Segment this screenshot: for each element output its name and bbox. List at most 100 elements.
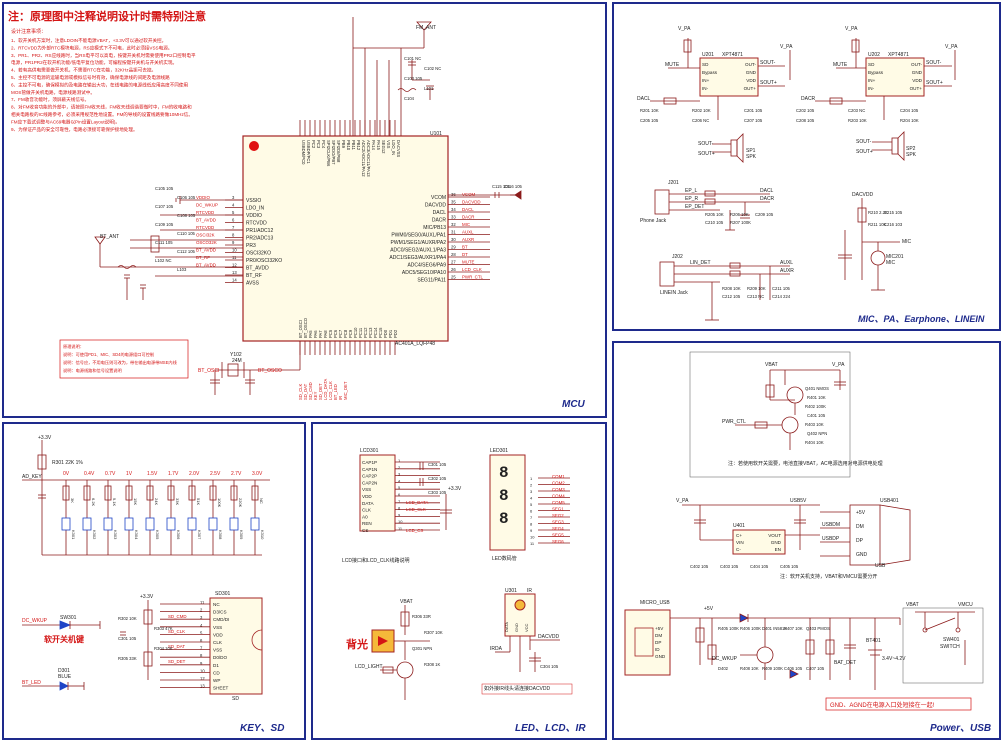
crystal-32k <box>150 235 160 253</box>
mcu-left-pin-num: 6 <box>232 218 235 223</box>
mcu-left-pin-name: AVSS <box>246 281 260 287</box>
bat-det-net: BAT_DET <box>834 660 856 666</box>
mcu-bottom-pin-name: PA7 <box>318 330 323 338</box>
mcu-bottom-pin-name: PC9 <box>348 329 353 338</box>
note-line: 4、若有高供电需要做开关机，不需要RTC在功能，32KHz晶振可去掉。 <box>11 67 156 74</box>
soft-switch-ref: SW301 <box>60 615 77 621</box>
usb-body <box>849 504 881 566</box>
pa1-in-net: DACL <box>637 96 651 102</box>
fm-antenna-icon <box>416 21 432 31</box>
bt-led <box>22 681 85 691</box>
pa1-chip <box>699 57 759 97</box>
adkey-network <box>22 440 270 556</box>
pa-pin-left: IN- <box>868 86 875 91</box>
key-pullup: R301 22K 1% <box>52 460 83 466</box>
sd-net: SD_CLK <box>168 629 185 634</box>
inductor-l101 <box>397 88 417 92</box>
mcu-left-pin-name: PR3 <box>246 243 256 249</box>
seg-ref: LED301 <box>490 448 508 454</box>
part-label: C208 105 <box>796 118 815 123</box>
mcu-bottom-net: LCD_CLK <box>328 381 333 400</box>
part-label: C211 105 <box>772 286 791 291</box>
key-resistor <box>209 485 217 501</box>
usb-pin-name: GND <box>856 552 868 558</box>
ldo-pin-name: C- <box>736 547 741 552</box>
part-label: C109 105 <box>155 222 174 227</box>
mcu-bottom-pin-name: PC15 <box>378 327 383 338</box>
mcu-left-net: OSCO32K <box>196 240 217 245</box>
key-resistor-value: 24K <box>154 498 159 505</box>
key-resistor-value: 6.2K <box>91 498 96 507</box>
pa2-mute-net: MUTE <box>833 62 848 68</box>
part-label: C116 105 <box>504 184 523 189</box>
crystal-value: 24M <box>232 358 242 364</box>
mcu-right-pin-num: 25 <box>451 275 456 280</box>
sd-pin-num: 2 <box>200 608 203 613</box>
part-label: R405 100K <box>718 626 739 631</box>
pa2-supply-2: V_PA <box>945 44 958 50</box>
part-label: C407 105 <box>806 666 825 671</box>
linein-ref: J202 <box>672 254 683 260</box>
usb-icon <box>879 504 911 566</box>
speaker-2-icon <box>891 137 899 155</box>
mcu-bottom-pin-name: BT_OSCO <box>303 317 308 338</box>
part-label: R307 10K <box>424 630 443 635</box>
part-label: C303 105 <box>428 490 447 495</box>
mcu-top-pin-name: PA14 <box>371 140 376 151</box>
switch-ref: SW401 <box>943 637 960 643</box>
seg-pin-num: 7 <box>530 515 533 520</box>
note-line: 8、对FM收音功能的外部中，请按照FM收天线，FM收天线调谐要做时中，FM的收电… <box>11 104 192 111</box>
key-ref: K303 <box>113 530 118 540</box>
key-resistor <box>62 485 70 501</box>
lcd-pin-num: 11 <box>398 526 403 531</box>
pa-pin-right: GND <box>912 70 923 75</box>
part-label: R209 10K <box>747 286 766 291</box>
seg-net: COM1 <box>552 474 565 479</box>
part-label: C103 105 <box>404 76 423 81</box>
part-label: C104 <box>404 96 415 101</box>
mcu-bottom-net: SD_CMD <box>308 382 313 400</box>
mcu-bottom-pin-name: PC7 <box>338 329 343 338</box>
linein-label: LINEIN Jack <box>660 290 688 296</box>
spk1-label: SPK <box>746 154 757 160</box>
usb-dm-net: USBDM <box>822 522 840 528</box>
mcu-top-pin-name: VSS <box>386 140 391 149</box>
ldo-pin-name: GND <box>771 540 782 545</box>
pa2-in-net: DACR <box>801 96 816 102</box>
part-label: R206 10K <box>730 212 749 217</box>
mic-net: MIC <box>902 239 912 245</box>
ldo-supply-in: V_PA <box>676 498 689 504</box>
mcu-left-pin-name: BT_RF <box>246 273 262 279</box>
pa-pin-right: OUT- <box>745 62 756 67</box>
mcu-top-pin-name: SEG12 <box>381 140 386 154</box>
sd-pin-name: CMD/DI <box>213 617 229 622</box>
lcd-pin-name: REN <box>362 521 372 526</box>
panel-label-mcu: MCU <box>562 399 586 410</box>
mcu-bottom-pin-name: PC14 <box>373 327 378 338</box>
soft-switch-label: 软开关机键 <box>44 634 84 644</box>
part-label: R303 47K <box>154 626 173 631</box>
mcu-right-pin-num: 31 <box>451 230 456 235</box>
part-label: C210 105 <box>705 220 724 225</box>
mcu-left-pin-num: 4 <box>232 203 235 208</box>
part-label: R211 10K <box>868 222 887 227</box>
seg-pin-num: 8 <box>530 522 533 527</box>
seg-net: SEG5 <box>552 533 564 538</box>
key-voltage: 0.7V <box>105 471 116 477</box>
mic-label: MIC <box>886 260 896 266</box>
usb-label: USB <box>875 563 886 569</box>
seg-pin-num: 4 <box>530 496 533 501</box>
lcd-net: LCD_CS <box>406 528 423 533</box>
part-label: C101 NC <box>404 56 421 61</box>
sd-pin-name: D0/DO <box>213 655 227 660</box>
part-label: R302 10K <box>118 616 137 621</box>
key-switch-icon <box>145 517 155 531</box>
panel-key-sd <box>2 422 306 740</box>
mcu-left-pin-name: VSSIO <box>246 198 261 204</box>
lcd-pin-num: 1 <box>398 458 401 463</box>
mcu-top-pin-name: SPI2CLK/PB6 <box>326 140 331 167</box>
